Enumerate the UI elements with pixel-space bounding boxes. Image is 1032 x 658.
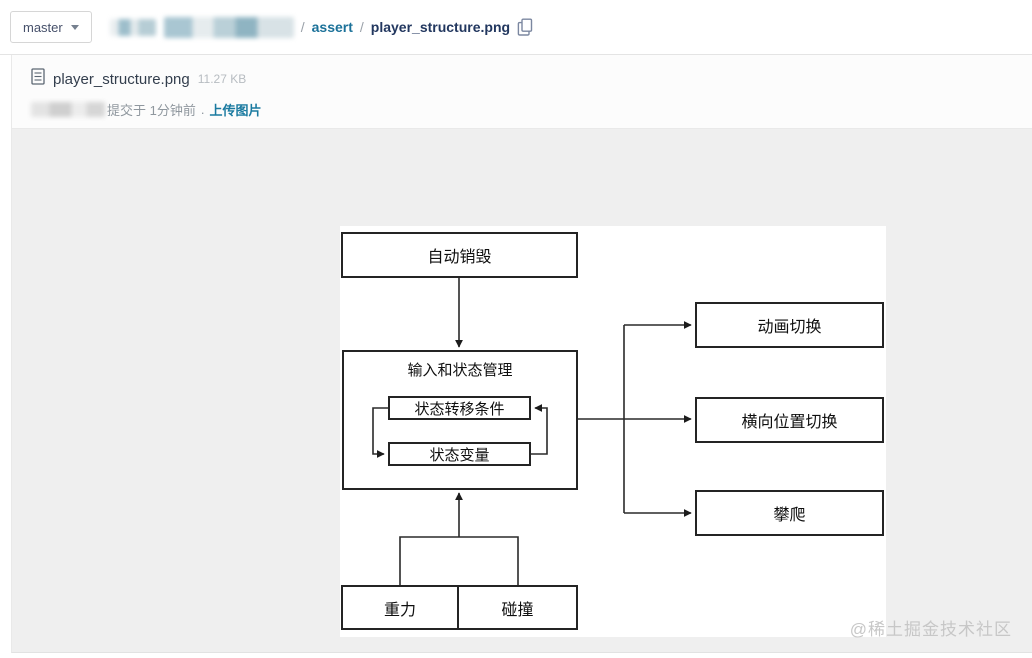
copy-path-icon[interactable] xyxy=(517,18,533,37)
redacted-repo-name xyxy=(163,16,294,38)
diagram-node-auto-destroy: 自动销毁 xyxy=(341,232,578,278)
diagram-node-climb: 攀爬 xyxy=(695,490,884,536)
breadcrumb-link-assert[interactable]: assert xyxy=(311,19,353,35)
watermark: @稀土掘金技术社区 xyxy=(849,620,1012,639)
diagram-node-input-state-management-label: 输入和状态管理 xyxy=(407,362,513,379)
breadcrumb-current-file: player_structure.png xyxy=(370,19,511,35)
commit-time-text: 提交于 1分钟前 xyxy=(107,103,196,118)
file-name: player_structure.png xyxy=(53,70,190,88)
caret-down-icon xyxy=(70,24,79,30)
diagram-node-state-transition-condition: 状态转移条件 xyxy=(388,396,531,420)
diagram-node-gravity: 重力 xyxy=(341,585,459,630)
player-structure-diagram-image: 自动销毁 输入和状态管理 状态转移条件 状态变量 动画切换 横向位置切换 攀爬 … xyxy=(340,226,886,637)
commit-row: 提交于 1分钟前 . 上传图片 xyxy=(31,100,1032,119)
breadcrumb-separator: / xyxy=(300,19,305,35)
file-size: 11.27 KB xyxy=(197,72,247,86)
file-title-row: player_structure.png 11.27 KB xyxy=(31,68,1032,90)
image-viewer: 自动销毁 输入和状态管理 状态转移条件 状态变量 动画切换 横向位置切换 攀爬 … xyxy=(12,129,1032,652)
topbar: master / assert / player_structure.png xyxy=(0,0,1032,55)
diagram-node-animation-switch: 动画切换 xyxy=(695,302,884,348)
file-card: player_structure.png 11.27 KB 提交于 1分钟前 .… xyxy=(11,55,1032,653)
breadcrumb-separator: / xyxy=(359,19,364,35)
commit-dot: . xyxy=(200,102,205,117)
redacted-repo-owner xyxy=(109,18,156,36)
diagram-node-input-state-management xyxy=(342,350,578,490)
upload-image-commit-link[interactable]: 上传图片 xyxy=(209,103,262,118)
diagram-node-lateral-position-switch: 横向位置切换 xyxy=(695,397,884,443)
branch-label: master xyxy=(23,19,63,35)
diagram-node-collision: 碰撞 xyxy=(457,585,578,630)
document-icon xyxy=(31,68,45,90)
breadcrumb: / assert / player_structure.png xyxy=(109,16,533,38)
file-header: player_structure.png 11.27 KB 提交于 1分钟前 .… xyxy=(12,55,1032,129)
redacted-commit-author xyxy=(31,102,105,117)
diagram-node-state-variables: 状态变量 xyxy=(388,442,531,466)
branch-selector-button[interactable]: master xyxy=(10,11,92,43)
